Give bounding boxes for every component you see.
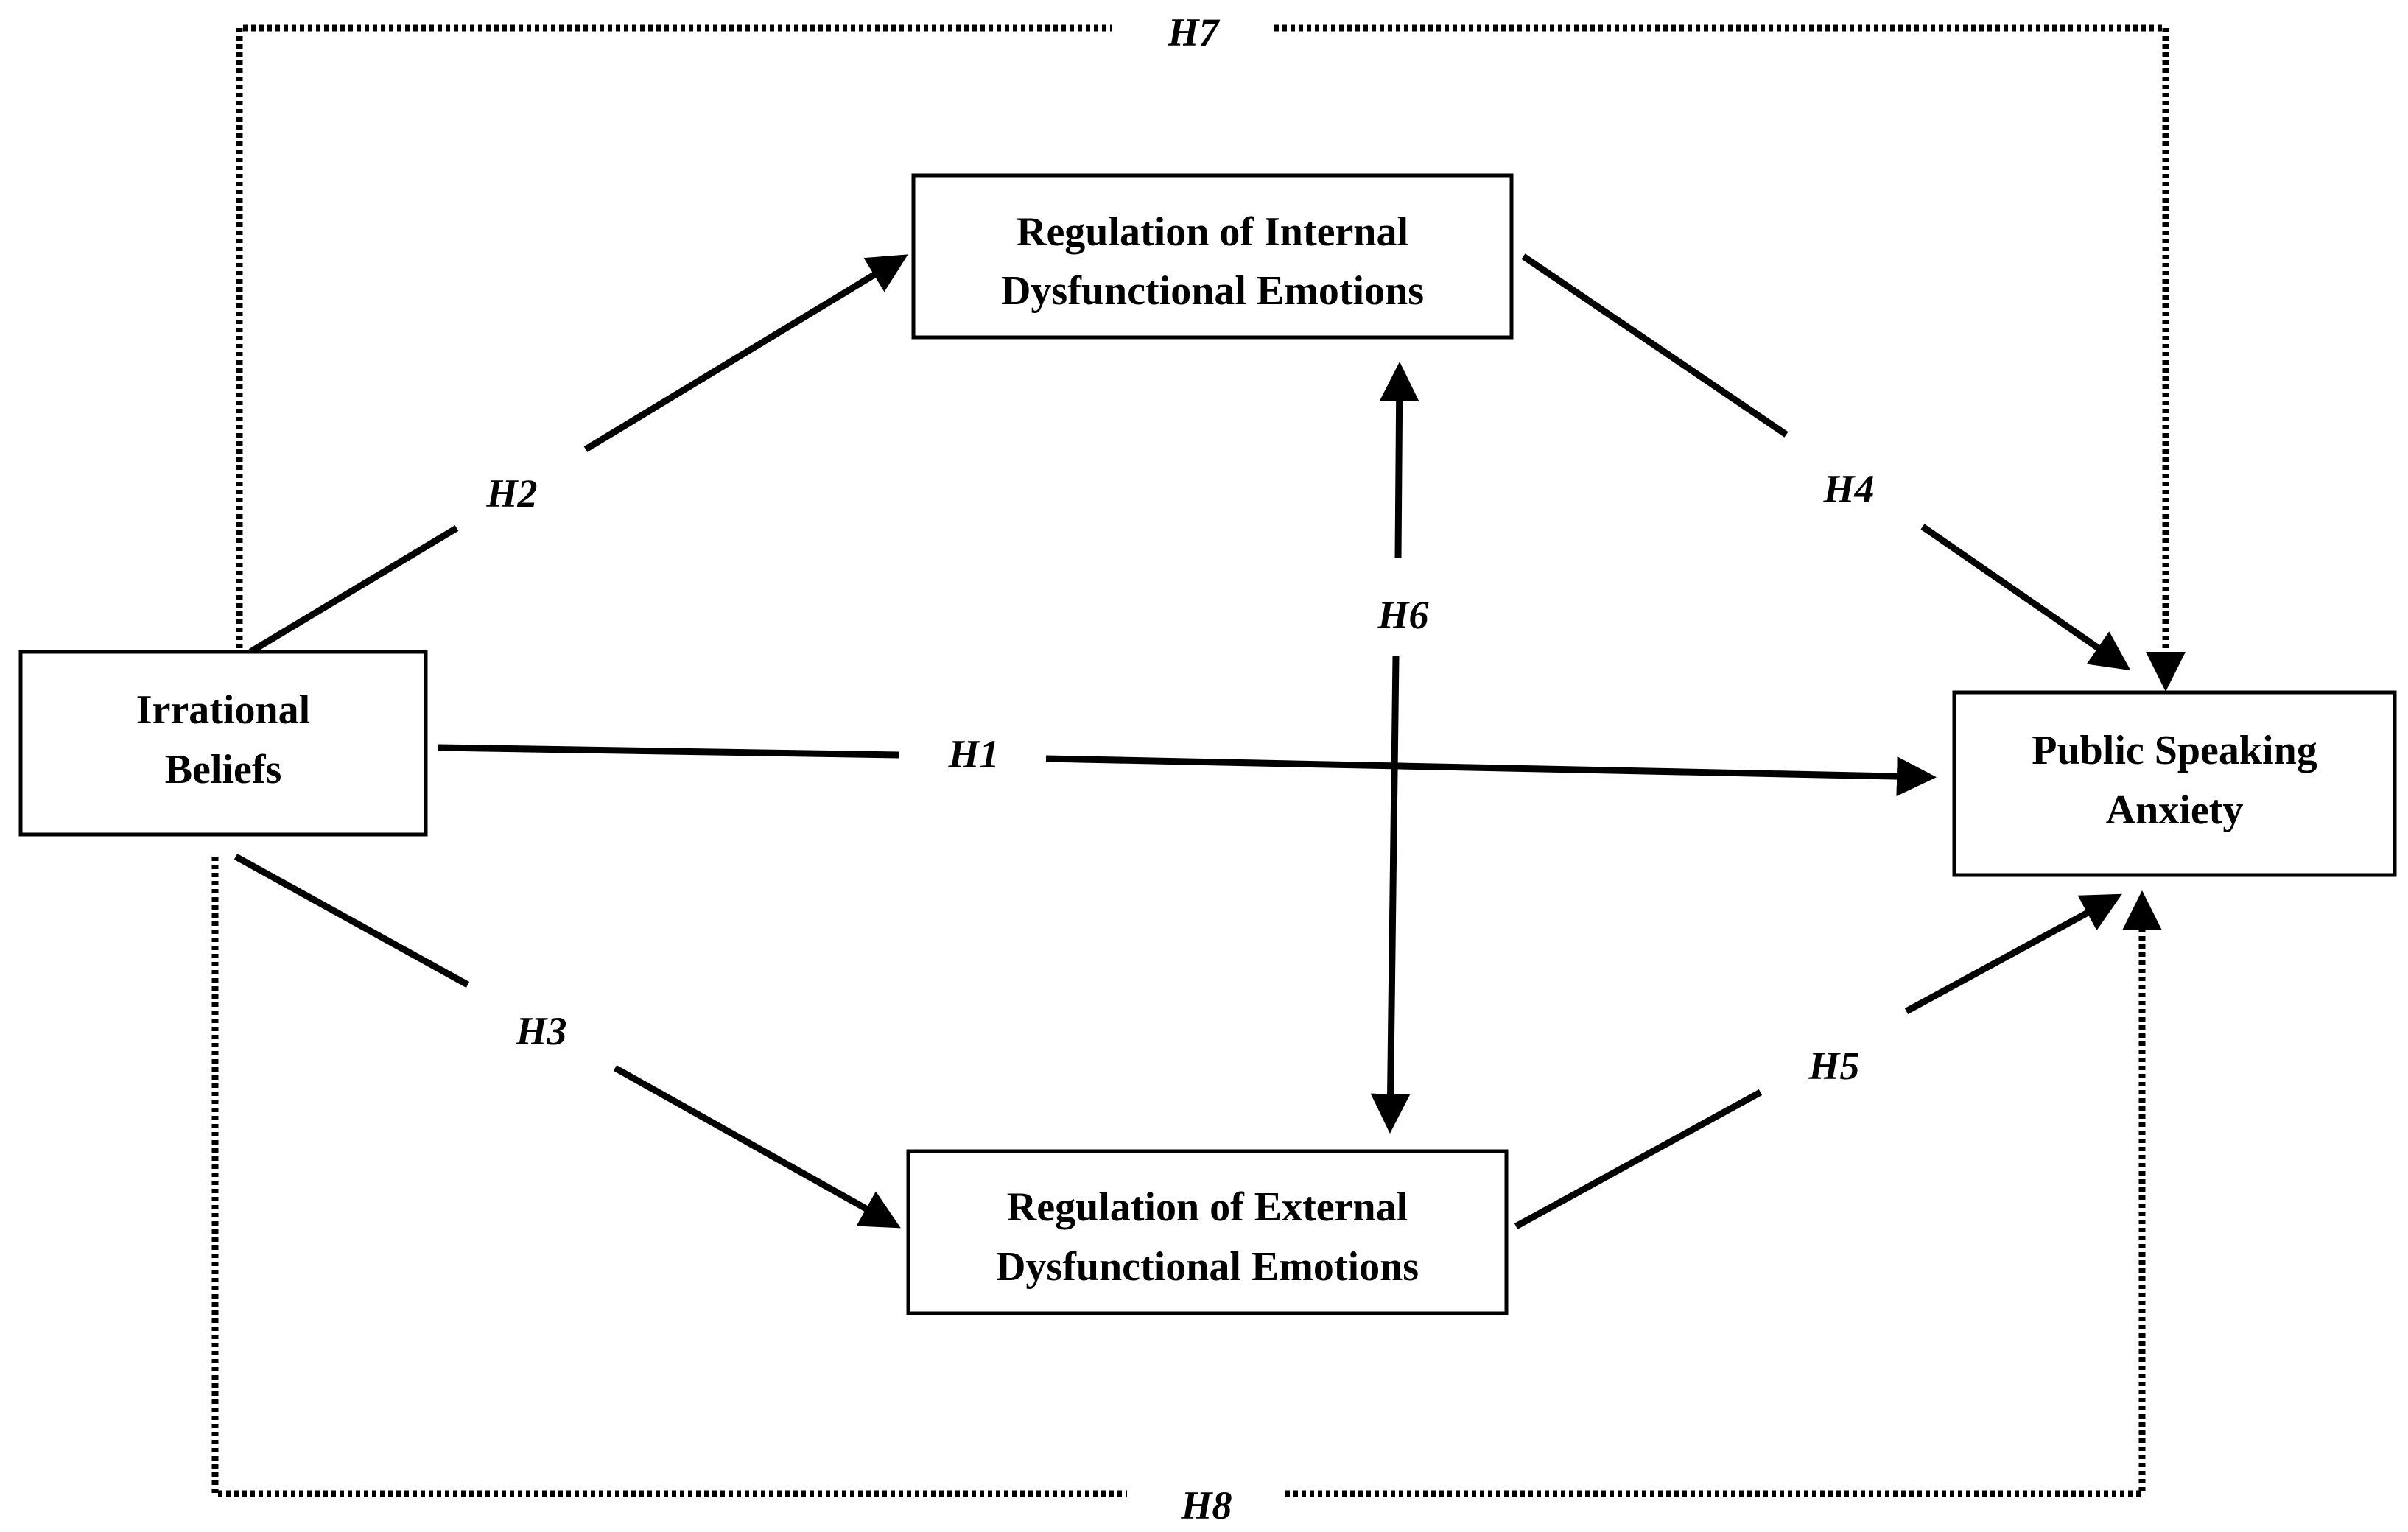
- h6-arrow-lower: [1370, 655, 1411, 1134]
- internal-emotions-line1: Regulation of Internal: [1017, 209, 1408, 255]
- h6-label: H6: [1377, 593, 1428, 637]
- internal-emotions-node: Regulation of Internal Dysfunctional Emo…: [911, 173, 1514, 340]
- h7-dotted-path-right: [1274, 24, 2186, 692]
- internal-emotions-box: [911, 173, 1514, 340]
- h7-label: H7: [1167, 10, 1220, 55]
- h1-arrow-right: [1045, 755, 1937, 797]
- h5-arrow-lower: [1514, 1089, 1763, 1229]
- external-emotions-line1: Regulation of External: [1007, 1184, 1408, 1230]
- internal-emotions-line2: Dysfunctional Emotions: [1001, 268, 1424, 314]
- h5-arrow-upper: [1904, 893, 2122, 1014]
- h2-arrow-lower: [248, 525, 459, 655]
- h5-label: H5: [1808, 1044, 1859, 1088]
- h8-dotted-path-left: [211, 857, 1127, 1497]
- h8-dotted-path-right: [1285, 890, 2162, 1497]
- irrational-beliefs-line1: Irrational: [136, 687, 310, 733]
- irrational-beliefs-box: [18, 650, 428, 837]
- h3-arrow-upper: [234, 854, 470, 988]
- irrational-beliefs-line2: Beliefs: [165, 747, 282, 793]
- h8-label: H8: [1180, 1483, 1232, 1528]
- public-speaking-anxiety-line2: Anxiety: [2106, 787, 2244, 833]
- h6-arrow-upper: [1379, 362, 1419, 559]
- external-emotions-node: Regulation of External Dysfunctional Emo…: [906, 1149, 1509, 1315]
- external-emotions-box: [906, 1149, 1509, 1315]
- irrational-beliefs-node: Irrational Beliefs: [18, 650, 428, 837]
- h4-arrow-lower: [1920, 524, 2131, 671]
- h4-arrow-upper: [1521, 253, 1789, 438]
- h7-dotted-path-left: [236, 24, 1112, 648]
- public-speaking-anxiety-line1: Public Speaking: [2032, 728, 2317, 773]
- h1-label: H1: [947, 732, 999, 776]
- h1-arrow-left: [438, 744, 899, 759]
- public-speaking-anxiety-box: [1952, 690, 2397, 877]
- h2-arrow-upper: [583, 254, 908, 452]
- public-speaking-anxiety-node: Public Speaking Anxiety: [1952, 690, 2397, 877]
- h2-label: H2: [485, 471, 537, 516]
- h3-label: H3: [515, 1009, 566, 1053]
- external-emotions-line2: Dysfunctional Emotions: [996, 1244, 1419, 1290]
- h4-label: H4: [1822, 467, 1874, 511]
- h3-arrow-lower: [613, 1065, 901, 1229]
